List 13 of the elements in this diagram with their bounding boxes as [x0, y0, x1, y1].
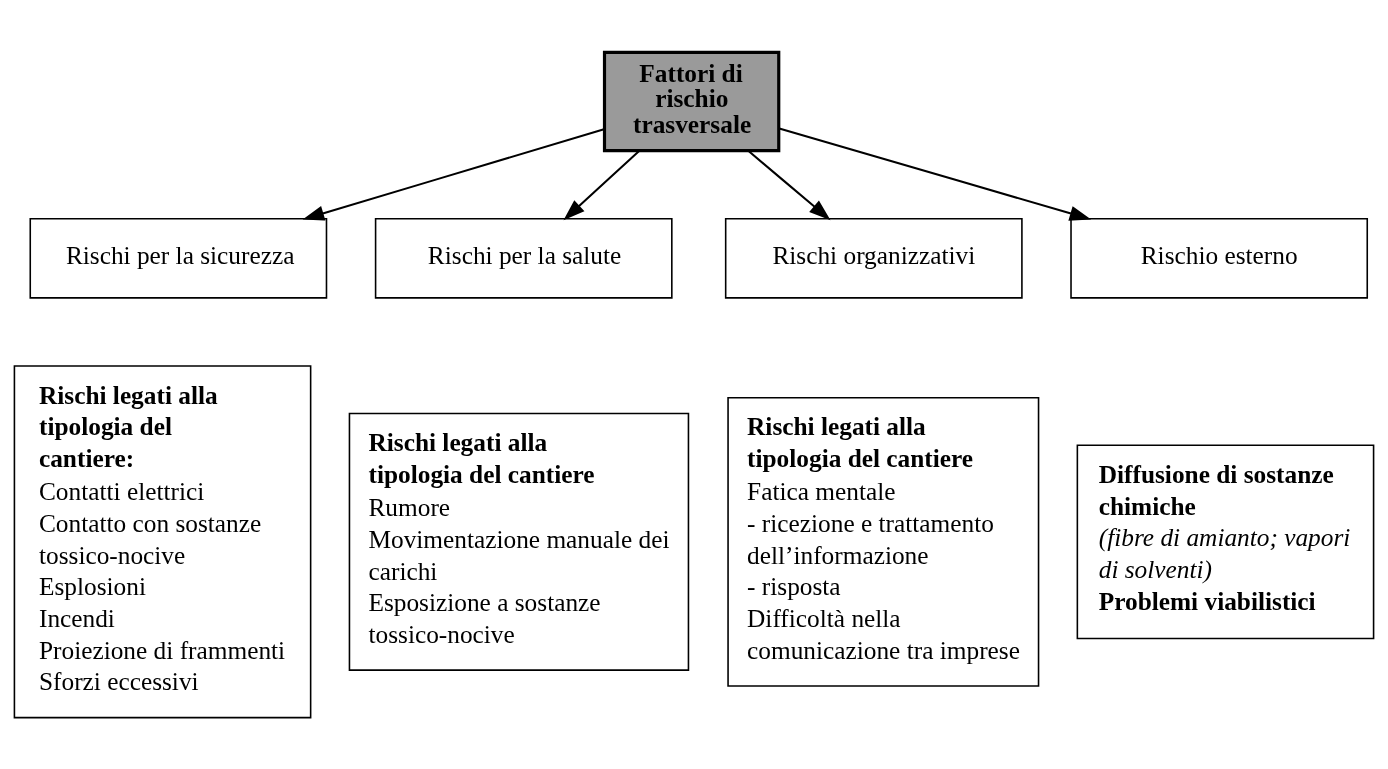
arrow — [563, 149, 641, 220]
node-box: Rischi legati alla tipologia del cantiere: Contatti elettrici Contatto con sostanze tossico-nocive Esplosioni Incendi Proiezione di frammenti Sforzi eccessivi — [13, 364, 312, 718]
arrow — [747, 149, 831, 220]
arrow — [779, 127, 1092, 221]
node-box: Rischi legati alla tipologia del cantiere Fatica mentale - ricezione e trattamento dell’informazione - risposta Difficoltà nella comunicazione tra imprese — [727, 396, 1040, 687]
node-box: Rischi per la salute — [374, 217, 673, 299]
node-box: Diffusione di sostanze chimiche (fibre di amianto; vapori di solventi) Problemi viabilistici — [1076, 443, 1375, 639]
node-box: Fattori di rischio trasversale — [602, 50, 781, 152]
node-box: Rischi legati alla tipologia del cantiere Rumore Movimentazione manuale dei carichi Esposizione a sostanze tossico-nocive — [348, 412, 690, 671]
node-box: Rischi per la sicurezza — [29, 217, 328, 299]
node-box: Rischi organizzativi — [724, 217, 1023, 299]
arrow — [302, 127, 605, 221]
node-box: Rischio esterno — [1070, 217, 1369, 299]
